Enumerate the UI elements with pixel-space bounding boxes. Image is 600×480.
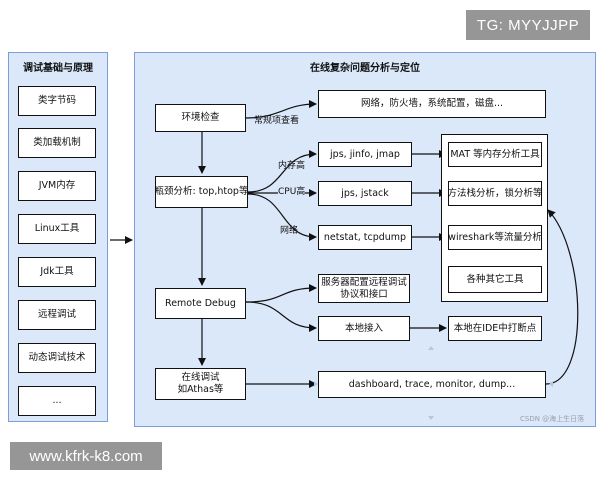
node-ide-breakpoint: 本地在IDE中打断点: [448, 316, 542, 341]
left-item-more: ...: [18, 386, 96, 416]
left-item-linux-tools: Linux工具: [18, 214, 96, 244]
edge-label-mem-high: 内存高: [278, 161, 306, 171]
node-other-tools: 各种其它工具: [448, 266, 542, 293]
connector-bottleneck-to-netstat: [247, 193, 317, 241]
node-server-remote-config: 服务器配置远程调试 协议和接口: [318, 274, 410, 303]
node-netstat-tcpdump: netstat, tcpdump: [318, 225, 412, 250]
node-env-check: 环境检查: [155, 104, 246, 132]
node-online-debug: 在线调试 如Athas等: [155, 368, 246, 400]
left-panel-title: 调试基础与原理: [23, 63, 93, 74]
watermark-top: TG: MYYJJPP: [466, 10, 590, 40]
right-panel-title: 在线复杂问题分析与定位: [310, 63, 420, 74]
node-jps-jstack: jps, jstack: [318, 181, 412, 206]
node-mat: MAT 等内存分析工具: [448, 142, 542, 167]
node-stack-lock-analysis: 方法栈分析，锁分析等: [448, 181, 543, 206]
node-online-debug-line2: 如Athas等: [177, 384, 224, 395]
node-server-config-line1: 服务器配置远程调试: [321, 276, 407, 288]
left-item-jvm-memory: JVM内存: [18, 171, 96, 201]
node-dashboard: dashboard, trace, monitor, dump...: [318, 371, 546, 398]
credit-text: CSDN @海上生日落: [520, 415, 585, 423]
node-remote-debug: Remote Debug: [155, 288, 246, 319]
node-jps-jinfo-jmap: jps, jinfo, jmap: [318, 142, 412, 167]
node-bottleneck: 瓶颈分析: top,htop等: [155, 176, 248, 208]
edge-label-routine-check: 常规项查看: [254, 116, 300, 126]
edge-label-cpu-high: CPU高: [278, 187, 306, 197]
node-network-firewall: 网络，防火墙，系统配置，磁盘...: [318, 90, 546, 118]
node-server-config-line2: 协议和接口: [340, 288, 388, 300]
selection-handles: [314, 346, 553, 420]
connector-remote-to-server-config: [245, 284, 317, 303]
node-local-access: 本地接入: [318, 316, 410, 341]
node-online-debug-line1: 在线调试: [181, 372, 220, 384]
connector-env-to-network: [245, 100, 317, 119]
left-item-bytecode: 类字节码: [18, 86, 96, 116]
left-item-remote-debug: 远程调试: [18, 300, 96, 330]
node-wireshark: wireshark等流量分析: [448, 225, 542, 250]
left-item-classloading: 类加载机制: [18, 128, 96, 158]
edge-label-network: 网络: [280, 226, 299, 236]
watermark-bottom: www.kfrk-k8.com: [10, 442, 162, 470]
left-item-dynamic-debug: 动态调试技术: [18, 343, 96, 373]
connector-remote-to-local: [245, 301, 317, 332]
connector-bottleneck-to-jinfo: [247, 150, 317, 193]
left-item-jdk-tools: Jdk工具: [18, 257, 96, 287]
connector-dashboard-loop: [545, 209, 579, 385]
